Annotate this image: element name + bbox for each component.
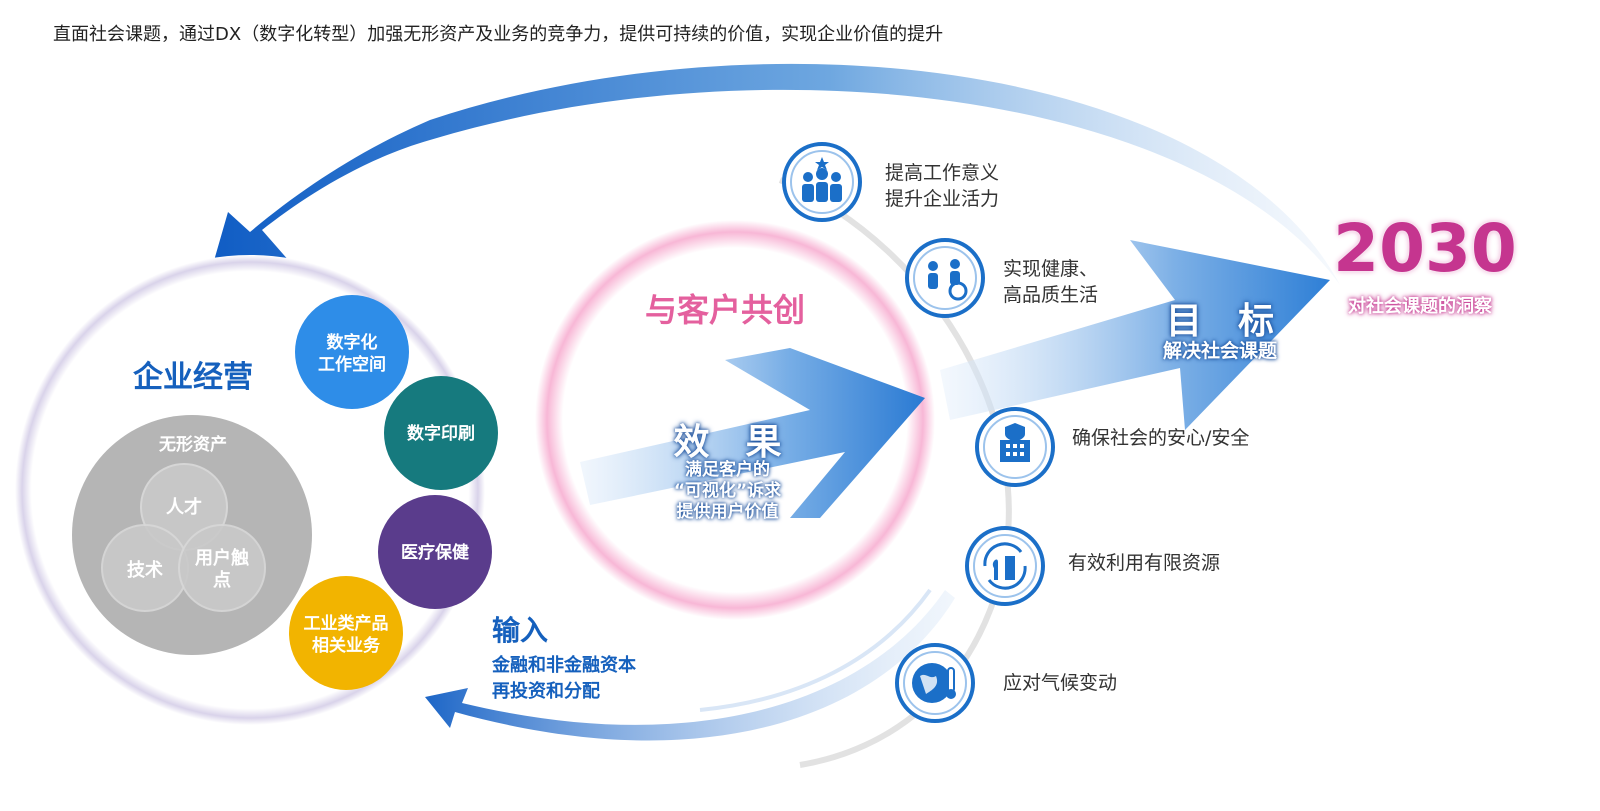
cocreation-title: 与客户共创: [644, 291, 805, 329]
people-team-icon: [782, 142, 862, 222]
target-year: 2030: [1333, 210, 1517, 287]
top-feedback-arrow: [205, 63, 1340, 292]
venn-label-talent: 人才: [166, 497, 202, 518]
effect-desc: 满足客户的 “可视化”诉求 提供用户价值: [673, 460, 782, 522]
input-desc: 金融和非金融资本 再投资和分配: [492, 655, 636, 702]
item-label-work-meaning: 提高工作意义提升企业活力: [885, 162, 1000, 210]
target-desc: 对社会课题的洞察: [1348, 296, 1492, 317]
safe-city-icon: [975, 407, 1055, 487]
bubble-label-industrial: 工业类产品相关业务: [303, 614, 389, 656]
input-title: 输入: [492, 614, 549, 647]
item-label-climate: 应对气候变动: [1003, 672, 1118, 694]
goal-desc: 解决社会课题: [1162, 340, 1277, 362]
bubble-digital-printing: [384, 376, 498, 490]
item-label-resources: 有效利用有限资源: [1068, 552, 1221, 574]
input-arrow-trail: [699, 588, 932, 712]
healthcare-icon: [905, 238, 985, 318]
item-label-safety: 确保社会的安心/安全: [1072, 427, 1250, 449]
climate-globe-icon: [895, 643, 975, 723]
effect-arrow: [580, 348, 925, 518]
venn-label-touchpoint: 用户触点: [195, 548, 249, 591]
item-label-health: 实现健康、高品质生活: [1003, 258, 1099, 306]
intangible-assets-label: 无形资产: [159, 435, 227, 455]
headline: 直面社会课题，通过DX（数字化转型）加强无形资产及业务的竞争力，提供可持续的价值…: [53, 24, 944, 45]
resources-cycle-icon: [965, 526, 1045, 606]
bubble-industrial: [289, 576, 403, 690]
goal-title: 目 标: [1165, 301, 1274, 342]
business-title: 企业经营: [133, 360, 253, 395]
input-arrow: [425, 590, 955, 741]
cocreation-circle: [535, 220, 935, 620]
bubble-label-digital-workspace: 数字化工作空间: [318, 333, 386, 375]
effect-title: 效 果: [673, 422, 782, 463]
goal-arrow: [940, 240, 1330, 430]
venn-label-tech: 技术: [127, 560, 163, 581]
bubble-label-digital-printing: 数字印刷: [407, 424, 475, 444]
venn-circle-touchpoint: [178, 524, 266, 612]
bubble-label-healthcare: 医疗保健: [401, 543, 469, 563]
bubble-healthcare: [378, 495, 492, 609]
bubble-digital-workspace: [295, 295, 409, 409]
